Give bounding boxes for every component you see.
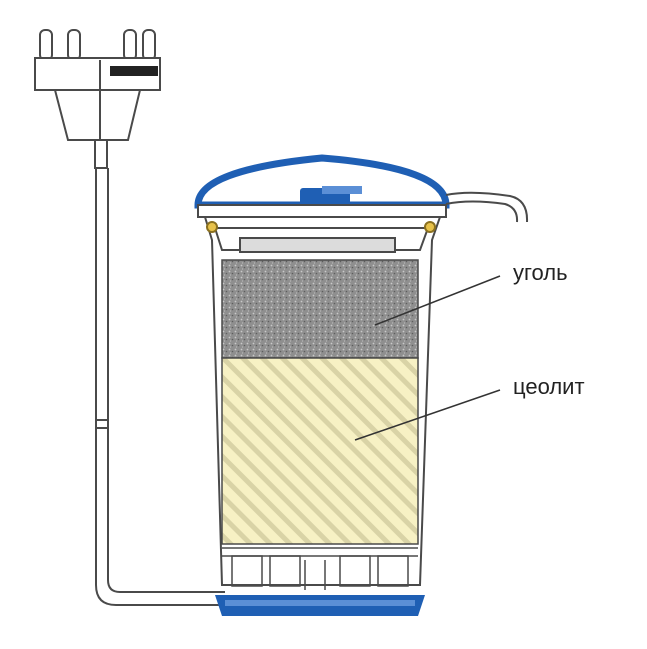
leader-lines <box>354 275 501 441</box>
carbon-layer <box>221 259 419 359</box>
zeolite-layer <box>221 357 419 545</box>
filter-bottom-grid <box>222 547 418 590</box>
label-carbon: уголь <box>513 260 568 285</box>
plug-icon <box>34 29 161 169</box>
filter-lid <box>194 154 529 223</box>
tube <box>95 168 225 606</box>
label-zeolite: цеолит <box>513 374 585 399</box>
